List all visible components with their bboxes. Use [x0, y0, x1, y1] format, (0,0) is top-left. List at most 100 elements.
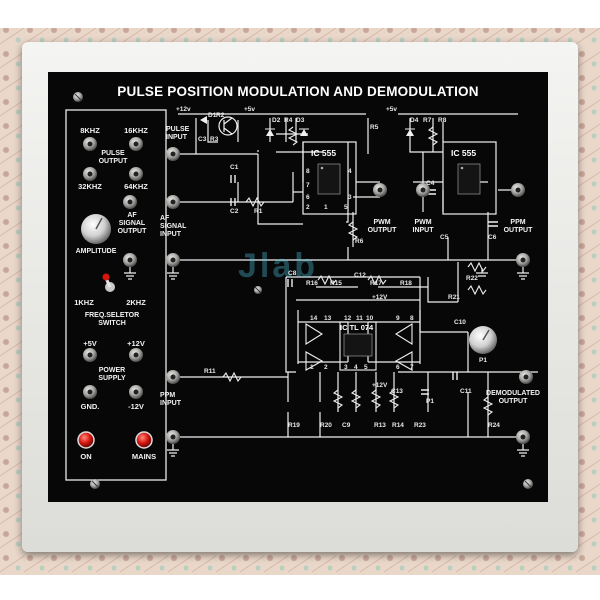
left-section-border	[65, 109, 167, 481]
pin-555a-3: 3	[348, 194, 352, 201]
label-r20: R20	[320, 422, 332, 429]
terminal-pwm-input[interactable]	[416, 183, 430, 197]
label-c12: C12	[354, 272, 366, 279]
label-p1-knob: P1	[479, 357, 487, 364]
pin-tl074-2: 2	[324, 364, 328, 371]
terminal-plus12v[interactable]	[129, 348, 143, 362]
label-d2: D2	[272, 117, 281, 124]
screw-top-left	[73, 92, 83, 102]
ic-555-block-2	[442, 141, 497, 215]
terminal-af-ground[interactable]	[123, 253, 137, 267]
label-r2: R2	[216, 112, 225, 119]
label-plus12v: +12V	[127, 339, 145, 348]
label-r11: R11	[204, 368, 216, 375]
label-c4: C4	[426, 180, 435, 187]
terminal-ppm-input[interactable]	[166, 370, 180, 384]
terminal-af-input-ground[interactable]	[166, 253, 180, 267]
pin-tl074-1: 1	[310, 364, 314, 371]
label-64khz: 64KHZ	[124, 182, 148, 191]
capacitor-symbols	[230, 175, 498, 395]
label-c13: C13	[391, 388, 403, 395]
terminal-pulse-input[interactable]	[166, 147, 180, 161]
pin-tl074-12: 12	[344, 315, 352, 322]
terminal-demodulated-output[interactable]	[519, 370, 533, 384]
screw-bottom-left	[90, 479, 100, 489]
freq-selector-switch[interactable]	[102, 273, 116, 293]
terminal-16khz[interactable]	[129, 137, 143, 151]
terminal-plus5v[interactable]	[83, 348, 97, 362]
label-mains: MAINS	[131, 452, 157, 461]
pin-tl074-5: 5	[364, 364, 368, 371]
label-r13: R13	[374, 422, 386, 429]
label-r8: R8	[438, 117, 447, 124]
mains-indicator-led	[135, 431, 153, 449]
terminal-8khz[interactable]	[83, 137, 97, 151]
on-switch[interactable]	[77, 431, 95, 449]
amplitude-knob[interactable]	[81, 214, 111, 244]
label-rail-12v-mid: +12V	[372, 294, 388, 301]
watermark-logo: Jlab	[238, 247, 319, 285]
label-r6: R6	[355, 238, 364, 245]
label-ic-tl074: IC TL 074	[340, 323, 374, 332]
terminal-32khz[interactable]	[83, 167, 97, 181]
pin-tl074-7: 7	[410, 364, 414, 371]
label-r21: R21	[448, 294, 460, 301]
label-rail-5v-b: +5v	[386, 106, 398, 113]
terminal-demod-ground[interactable]	[516, 430, 530, 444]
label-plus5v: +5V	[83, 339, 97, 348]
label-c11: C11	[460, 388, 472, 395]
label-c3: C3	[198, 136, 207, 143]
terminal-af-signal-input[interactable]	[166, 195, 180, 209]
label-pulse-input: PULSE INPUT	[166, 126, 190, 141]
label-r18: R18	[400, 280, 412, 287]
pin-tl074-10: 10	[366, 315, 374, 322]
label-r3: R3	[210, 136, 219, 143]
label-8khz: 8KHZ	[80, 126, 100, 135]
label-r14: R14	[392, 422, 404, 429]
label-on: ON	[80, 452, 92, 461]
label-r24: R24	[488, 422, 500, 429]
label-1khz: 1KHZ	[74, 298, 94, 307]
pin-555a-4: 4	[348, 168, 352, 175]
terminal-64khz[interactable]	[129, 167, 143, 181]
label-c6: C6	[488, 234, 497, 241]
label-r1: R1	[254, 208, 263, 215]
front-panel: PULSE POSITION MODULATION AND DEMODULATI…	[48, 72, 548, 502]
terminal-minus12v[interactable]	[129, 385, 143, 399]
label-af-signal-input: AF SIGNAL INPUT	[160, 215, 187, 238]
label-p1-trim: P1	[426, 398, 434, 405]
label-rail-5v-a: +5v	[244, 106, 256, 113]
pin-tl074-3: 3	[344, 364, 348, 371]
label-freq-selector-switch: FREQ.SELETOR SWITCH	[84, 312, 140, 327]
label-32khz: 32KHZ	[78, 182, 102, 191]
terminal-af-signal-output[interactable]	[123, 195, 137, 209]
terminal-pwm-output[interactable]	[373, 183, 387, 197]
label-r22: R22	[466, 275, 478, 282]
terminal-ppm-output[interactable]	[511, 183, 525, 197]
label-power-supply: POWER SUPPLY	[98, 367, 126, 382]
label-rail-12v-top: +12v	[176, 106, 191, 113]
transistor-symbol	[218, 116, 238, 136]
terminal-ground-right[interactable]	[516, 253, 530, 267]
label-d3: D3	[296, 117, 305, 124]
panel-title: PULSE POSITION MODULATION AND DEMODULATI…	[117, 84, 479, 99]
label-ic555-1: IC 555	[311, 148, 337, 158]
label-d4: D4	[410, 117, 419, 124]
terminal-gnd[interactable]	[83, 385, 97, 399]
label-d1: D1	[208, 112, 217, 119]
label-r5: R5	[370, 124, 379, 131]
resistor-symbols	[222, 126, 494, 416]
label-r4: R4	[284, 117, 293, 124]
pin-555a-6: 6	[306, 194, 310, 201]
label-r17: R17	[370, 280, 382, 287]
pin-555a-5: 5	[344, 204, 348, 211]
label-af-signal-output: AF SIGNAL OUTPUT	[117, 212, 147, 235]
label-minus12v: -12V	[128, 402, 144, 411]
label-ppm-output: PPM OUTPUT	[503, 219, 533, 234]
label-c5: C5	[440, 234, 449, 241]
pin-tl074-4: 4	[354, 364, 358, 371]
terminal-ppm-input-ground[interactable]	[166, 430, 180, 444]
p1-potentiometer-knob[interactable]	[469, 326, 497, 354]
label-c1: C1	[230, 164, 239, 171]
